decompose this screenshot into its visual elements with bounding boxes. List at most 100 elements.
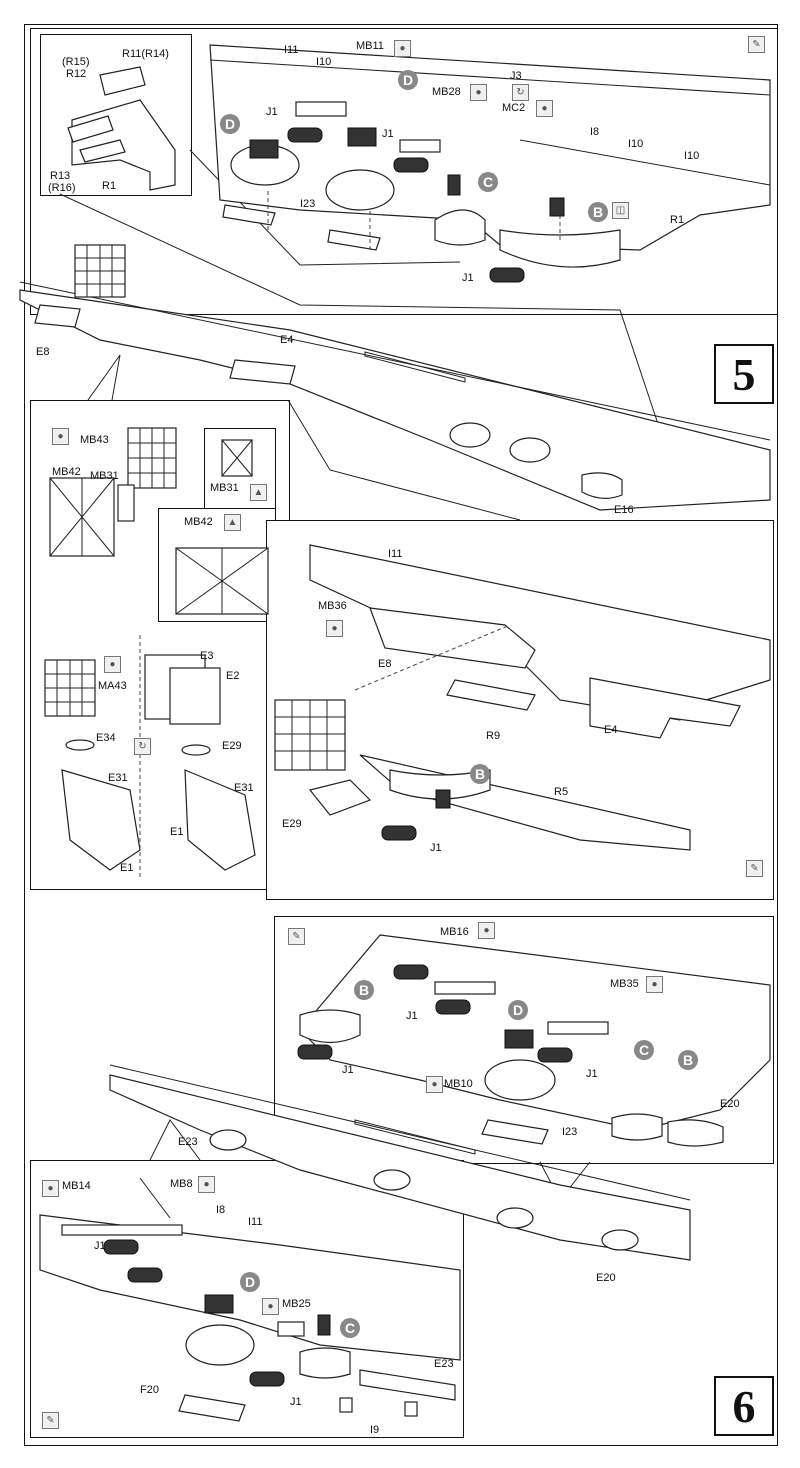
callout-pointer-line (59, 193, 661, 431)
bend-icon: ▲ (250, 484, 267, 501)
part-label: R13 (50, 170, 71, 182)
glue-drop-icon: ● (478, 922, 495, 939)
gun-mount-d (347, 127, 377, 147)
gun-tub (484, 1059, 556, 1101)
part-label: R1 (670, 214, 685, 226)
radar-grid (75, 245, 125, 297)
subassembly-badge: D (398, 70, 418, 90)
part-label: J1 (94, 1240, 106, 1252)
step-number-6: 6 (714, 1376, 774, 1436)
glue-drop-icon: ● (198, 1176, 215, 1193)
gun-tub (509, 437, 551, 463)
life-raft (249, 1371, 285, 1387)
part-i9 (339, 1397, 353, 1413)
part-label: J1 (462, 272, 474, 284)
part-e34 (65, 739, 95, 751)
gun-mount-d (249, 139, 279, 159)
life-raft (127, 1267, 163, 1283)
part-label: E16 (614, 504, 634, 516)
gun-tub (325, 169, 395, 211)
part-r13 (79, 139, 126, 163)
life-raft (435, 999, 471, 1015)
gun-tub-e20 (667, 1119, 724, 1147)
glue-drop-icon: ● (326, 620, 343, 637)
part-label: I10 (684, 150, 700, 162)
part-label: E8 (378, 658, 392, 670)
hull-side-step6 (109, 1074, 691, 1261)
part-label: R1 (102, 180, 117, 192)
part-label: I9 (370, 1424, 380, 1436)
part-label: E4 (604, 724, 618, 736)
part-e2 (169, 667, 221, 725)
part-e1 (61, 769, 141, 871)
life-raft (489, 267, 525, 283)
subassembly-badge: B (354, 980, 374, 1000)
gun-tub (499, 229, 621, 268)
part-label: E1 (120, 862, 134, 874)
part-label: E1 (170, 826, 184, 838)
subassembly-badge: B (470, 764, 490, 784)
part-label: E23 (178, 1136, 198, 1148)
part-label: E29 (222, 740, 242, 752)
gun-tub (299, 1009, 361, 1044)
part-e1 (184, 769, 256, 871)
part-label: MB11 (356, 40, 384, 52)
part-label: E23 (434, 1358, 454, 1370)
subassembly-badge: C (634, 1040, 654, 1060)
part-label: E31 (234, 782, 254, 794)
part-label: F20 (140, 1384, 159, 1396)
subassembly-badge: C (478, 172, 498, 192)
gun-tub (389, 769, 491, 800)
part-label: E8 (36, 346, 50, 358)
part-e23 (359, 1369, 456, 1401)
glue-drop-icon: ● (42, 1180, 59, 1197)
part-r11 (99, 66, 146, 96)
part-label: J3 (510, 70, 522, 82)
part-label: I23 (562, 1126, 578, 1138)
part-label: E3 (200, 650, 214, 662)
part-label: R11(R14) (122, 48, 169, 60)
part-label: MB28 (432, 86, 461, 98)
part-label: I8 (216, 1204, 226, 1216)
part-label: J1 (342, 1064, 354, 1076)
part-label: E2 (226, 670, 240, 682)
deck-section-step6 (299, 934, 771, 1131)
part-label: MB35 (610, 978, 639, 990)
part-r12 (67, 115, 114, 143)
part-label: J1 (290, 1396, 302, 1408)
bend-icon: ◫ (612, 202, 629, 219)
part-label: MB25 (282, 1298, 311, 1310)
gun-tub (299, 1347, 351, 1379)
glue-drop-icon: ● (104, 656, 121, 673)
part-label: J1 (266, 106, 278, 118)
part-label: MB16 (440, 926, 469, 938)
part-label: (R15) (62, 56, 90, 68)
deck-rail (354, 1119, 476, 1155)
paint-brush-icon: ✎ (748, 36, 765, 53)
radar-base (308, 779, 372, 816)
part-e8 (369, 607, 536, 669)
life-raft (287, 127, 323, 143)
part-f20 (178, 1394, 246, 1422)
gun-mount-b (435, 789, 451, 809)
part-label: MB14 (62, 1180, 91, 1192)
gun-mount-d (504, 1029, 534, 1049)
glue-drop-icon: ● (52, 428, 69, 445)
platform-i23 (327, 229, 381, 251)
gun-mount-d (204, 1294, 234, 1314)
part-label: I10 (628, 138, 644, 150)
part-label: E29 (282, 818, 302, 830)
part-label: MB31 (90, 470, 119, 482)
life-raft (393, 964, 429, 980)
part-label: MB36 (318, 600, 347, 612)
gun-tub (209, 1129, 247, 1151)
gun-tub (434, 209, 486, 246)
part-label: (R16) (48, 182, 76, 194)
part-e4 (589, 677, 741, 739)
part-label: I8 (590, 126, 600, 138)
etch-rail-mb11 (295, 101, 347, 117)
glue-drop-icon: ● (426, 1076, 443, 1093)
bend-icon: ▲ (224, 514, 241, 531)
etch-grid (45, 660, 95, 716)
subassembly-badge: C (340, 1318, 360, 1338)
